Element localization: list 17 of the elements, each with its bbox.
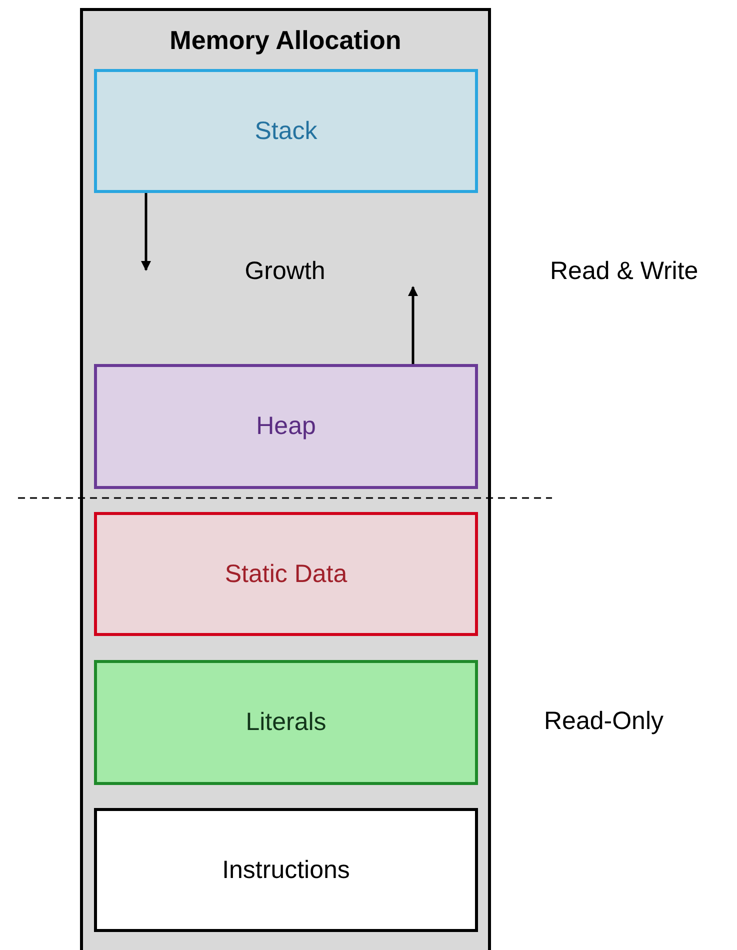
memory-panel xyxy=(80,8,491,950)
memory-segment xyxy=(94,69,478,193)
segment-label: Instructions xyxy=(222,856,350,884)
growth-label: Growth xyxy=(244,257,326,286)
segment-label: Heap xyxy=(256,412,316,441)
memory-segment xyxy=(94,512,478,636)
growth-arrow xyxy=(141,193,151,271)
segment-label: Static Data xyxy=(224,560,348,588)
segment-label: Literals xyxy=(246,708,326,737)
segment-label: Stack xyxy=(254,116,318,146)
access-label: Read & Write xyxy=(550,257,698,286)
memory-segment xyxy=(94,364,478,489)
memory-segment xyxy=(94,660,478,785)
panel-title: Memory Allocation xyxy=(170,25,402,56)
access-label: Read-Only xyxy=(544,707,664,736)
memory-segment xyxy=(94,808,478,932)
growth-arrow xyxy=(408,286,418,364)
